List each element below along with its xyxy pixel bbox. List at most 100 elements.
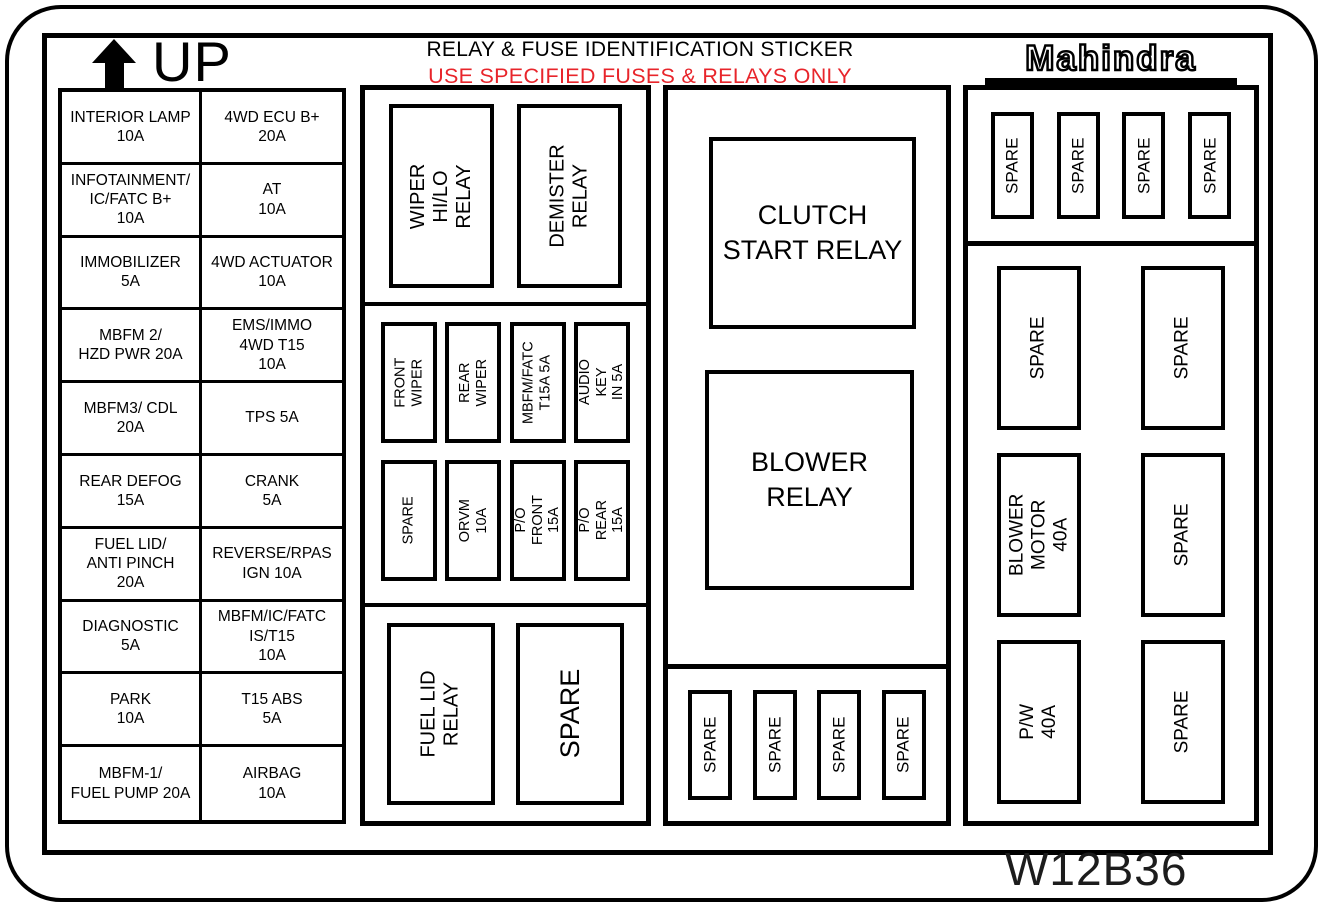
fuse-slot-blower-motor: BLOWER MOTOR 40A: [997, 452, 1081, 617]
relay-section-bottom: FUEL LID RELAY SPARE: [365, 607, 646, 821]
spare-label: SPARE: [1068, 137, 1088, 194]
fuse-slot-front-wiper: FRONT WIPER: [381, 322, 437, 443]
fuse-cell: MBFM 2/ HZD PWR 20A: [62, 310, 202, 384]
spare-slot: SPARE: [997, 265, 1081, 430]
fuse-cell: FUEL LID/ ANTI PINCH 20A: [62, 528, 202, 602]
up-label: UP: [152, 30, 232, 93]
spare-slot: SPARE: [1141, 452, 1225, 617]
fuse-label: SPARE: [1172, 689, 1194, 754]
fuse-label: ORVM 10A: [456, 498, 490, 543]
fuse-row: FRONT WIPER REAR WIPER MBFM/FATC T15A 5A…: [381, 322, 630, 443]
fuse-cell: PARK 10A: [62, 674, 202, 748]
small-fuse-section: FRONT WIPER REAR WIPER MBFM/FATC T15A 5A…: [365, 306, 646, 607]
brand-logo: Mahindra: [985, 39, 1237, 85]
fuse-slot-po-front: P/O FRONT 15A: [509, 460, 566, 581]
header: RELAY & FUSE IDENTIFICATION STICKER USE …: [380, 38, 900, 89]
fuse-cell: T15 ABS 5A: [202, 674, 342, 748]
fuse-label: P/W 40A: [1017, 703, 1060, 740]
fuse-label: FRONT WIPER: [392, 357, 425, 408]
spare-slot: SPARE: [1056, 112, 1100, 219]
spare-slot: SPARE: [1141, 639, 1225, 804]
relay-label: WIPER HI/LO RELAY: [406, 163, 475, 229]
relay-section-top: WIPER HI/LO RELAY DEMISTER RELAY: [365, 90, 646, 306]
sticker-inner-border: [42, 33, 1273, 855]
fuse-slot-po-rear: P/O REAR 15A: [573, 460, 630, 581]
fuse-label: P/O FRONT 15A: [512, 495, 562, 546]
fuse-cell: REVERSE/RPAS IGN 10A: [202, 529, 342, 602]
fuse-cell: EMS/IMMO 4WD T15 10A: [202, 310, 342, 384]
fuse-label: SPARE: [1172, 502, 1194, 567]
fuse-cell: REAR DEFOG 15A: [62, 456, 202, 529]
fuse-slot-orvm: ORVM 10A: [445, 460, 502, 581]
fuse-row: SPARE ORVM 10A P/O FRONT 15A P/O REAR 15…: [381, 460, 630, 581]
spare-slot: SPARE: [752, 690, 797, 800]
spare-label: SPARE: [893, 716, 913, 774]
fuse-cell: IMMOBILIZER 5A: [62, 237, 202, 311]
fuse-slot-mbfm-fatc: MBFM/FATC T15A 5A: [509, 322, 566, 443]
fuse-slot-spare: SPARE: [381, 460, 437, 581]
fuse-label: REAR WIPER: [456, 358, 490, 407]
sticker-title: RELAY & FUSE IDENTIFICATION STICKER: [426, 38, 854, 61]
relay-slot-wiper-hilo: WIPER HI/LO RELAY: [388, 104, 494, 288]
fuse-cell: INTERIOR LAMP 10A: [62, 92, 202, 165]
orientation-indicator: UP: [92, 30, 232, 93]
fuse-slot-rear-wiper: REAR WIPER: [445, 322, 502, 443]
fuse-cell: DIAGNOSTIC 5A: [62, 601, 202, 675]
fuse-cell: CRANK 5A: [202, 456, 342, 529]
brand-underline: [985, 78, 1237, 85]
relay-label: BLOWER RELAY: [750, 446, 869, 512]
spare-section: SPARE SPARE SPARE SPARE: [668, 664, 946, 821]
spare-label: SPARE: [1134, 137, 1154, 194]
spare-slot: SPARE: [1122, 112, 1166, 219]
fuse-table: INTERIOR LAMP 10A 4WD ECU B+ 20A INFOTAI…: [58, 88, 346, 824]
fuse-cell: TPS 5A: [202, 383, 342, 456]
fuse-cell: INFOTAINMENT/ IC/FATC B+ 10A: [62, 164, 202, 238]
fuse-cell: MBFM-1/ FUEL PUMP 20A: [62, 747, 202, 820]
relay-label: FUEL LID RELAY: [417, 670, 463, 758]
spare-slot: SPARE: [817, 690, 862, 800]
spare-label: SPARE: [1002, 137, 1022, 194]
relay-slot-spare: SPARE: [516, 623, 625, 805]
brand-name: Mahindra: [1024, 39, 1197, 78]
fuse-cell: MBFM3/ CDL 20A: [62, 383, 202, 456]
blower-motor-panel: SPARE SPARE SPARE SPARE SPARE SPARE BLOW…: [963, 85, 1259, 826]
spare-label: SPARE: [1199, 137, 1219, 194]
spare-label: SPARE: [700, 716, 720, 774]
fuse-label: SPARE: [1028, 315, 1050, 380]
sticker-outer-border: [5, 5, 1318, 902]
part-number: W12B36: [1005, 843, 1188, 895]
relay-slot-blower: BLOWER RELAY: [705, 370, 914, 590]
spare-slot: SPARE: [881, 690, 926, 800]
spare-label: SPARE: [765, 716, 785, 774]
spare-section-top: SPARE SPARE SPARE SPARE: [968, 90, 1254, 246]
fuse-label: AUDIO KEY IN 5A: [576, 359, 627, 406]
relay-slot-clutch-start: CLUTCH START RELAY: [709, 137, 916, 329]
relay-slot-demister: DEMISTER RELAY: [517, 104, 623, 288]
relay-label: SPARE: [554, 669, 585, 759]
fuse-cell: 4WD ECU B+ 20A: [202, 92, 342, 165]
wiper-relay-panel: WIPER HI/LO RELAY DEMISTER RELAY FRONT W…: [360, 85, 651, 826]
spare-slot: SPARE: [688, 690, 733, 800]
clutch-blower-relay-panel: CLUTCH START RELAY BLOWER RELAY SPARE SP…: [663, 85, 951, 826]
up-arrow-icon: [92, 39, 136, 90]
spare-label: SPARE: [829, 716, 849, 774]
relay-label: CLUTCH START RELAY: [722, 199, 903, 265]
relay-slot-fuel-lid: FUEL LID RELAY: [386, 623, 495, 805]
fuse-label: SPARE: [400, 496, 417, 545]
fuse-label: P/O REAR 15A: [576, 500, 627, 541]
fuse-label: MBFM/FATC T15A 5A: [520, 341, 554, 424]
fuse-label: BLOWER MOTOR 40A: [1006, 493, 1071, 576]
fuse-cell: MBFM/IC/FATC IS/T15 10A: [202, 602, 342, 675]
fuse-cell: AIRBAG 10A: [242, 765, 302, 802]
fuse-slot-audio-key: AUDIO KEY IN 5A: [573, 322, 630, 443]
spare-slot: SPARE: [1188, 112, 1232, 219]
fuse-grid-section: SPARE SPARE BLOWER MOTOR 40A SPARE P/W 4…: [968, 246, 1254, 821]
fuse-cell: 4WD ACTUATOR 10A: [202, 238, 342, 311]
fuse-label: SPARE: [1172, 315, 1194, 380]
relay-label: DEMISTER RELAY: [546, 144, 592, 248]
spare-slot: SPARE: [990, 112, 1034, 219]
fuse-cell: AT 10A: [202, 165, 342, 238]
sticker-warning: USE SPECIFIED FUSES & RELAYS ONLY: [428, 64, 852, 88]
spare-slot: SPARE: [1141, 265, 1225, 430]
